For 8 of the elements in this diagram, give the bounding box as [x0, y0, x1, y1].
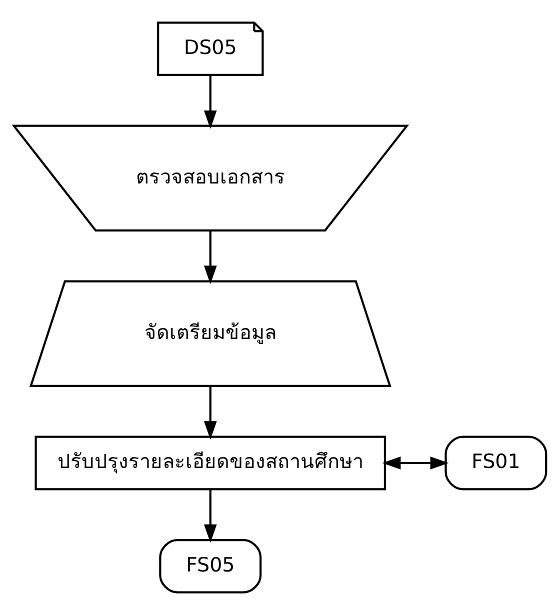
arrow — [204, 488, 217, 542]
arrow — [204, 230, 217, 284]
arrow — [382, 456, 449, 469]
arrow — [204, 386, 217, 440]
node-box: ปรับปรุงรายละเอียดของสถานศึกษา — [34, 435, 386, 490]
arrow — [204, 74, 217, 128]
node-box: FS05 — [159, 538, 262, 593]
node-box: FS01 — [444, 435, 548, 490]
